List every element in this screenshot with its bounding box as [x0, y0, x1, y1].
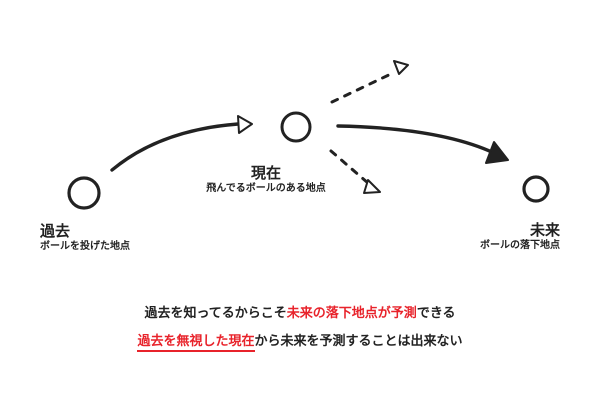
arrowhead-now-icon	[237, 115, 253, 134]
message-1-prefix: 過去を知ってるからこそ	[144, 306, 287, 321]
future-label: 未来 ボールの落下地点	[480, 221, 560, 253]
now-to-future-arrow	[336, 124, 496, 155]
future-subtitle: ボールの落下地点	[480, 240, 560, 251]
arrowhead-down-icon	[363, 179, 381, 194]
arrowhead-up-icon	[393, 60, 409, 75]
message-1-highlight: 未来の落下地点が予測	[286, 306, 417, 321]
past-subtitle: ボールを投げた地点	[40, 241, 130, 252]
message-2-suffix: から未来を予測することは出来ない	[254, 334, 463, 349]
now-subtitle: 飛んでるボールのある地点	[206, 183, 326, 194]
past-label: 過去 ボールを投げた地点	[40, 222, 130, 254]
message-line-2: 過去を無視した現在から未来を予測することは出来ない	[0, 330, 600, 352]
past-to-now-arrow	[110, 122, 240, 172]
current-ball-circle	[280, 111, 312, 143]
message-line-1: 過去を知ってるからこそ未来の落下地点が予測できる	[0, 302, 600, 321]
past-ball-circle	[67, 176, 101, 210]
prediction-down-dashed-arrow	[329, 149, 370, 185]
future-title: 未来	[529, 221, 560, 239]
message-2-highlight: 過去を無視した現在	[137, 334, 255, 352]
now-title: 現在	[250, 164, 281, 182]
now-label: 現在 飛んでるボールのある地点	[190, 164, 342, 196]
past-title: 過去	[40, 222, 71, 240]
future-ball-circle	[522, 175, 550, 203]
prediction-up-dashed-arrow	[330, 70, 397, 104]
message-1-suffix: できる	[416, 306, 456, 321]
arrowhead-future-icon	[485, 141, 509, 164]
